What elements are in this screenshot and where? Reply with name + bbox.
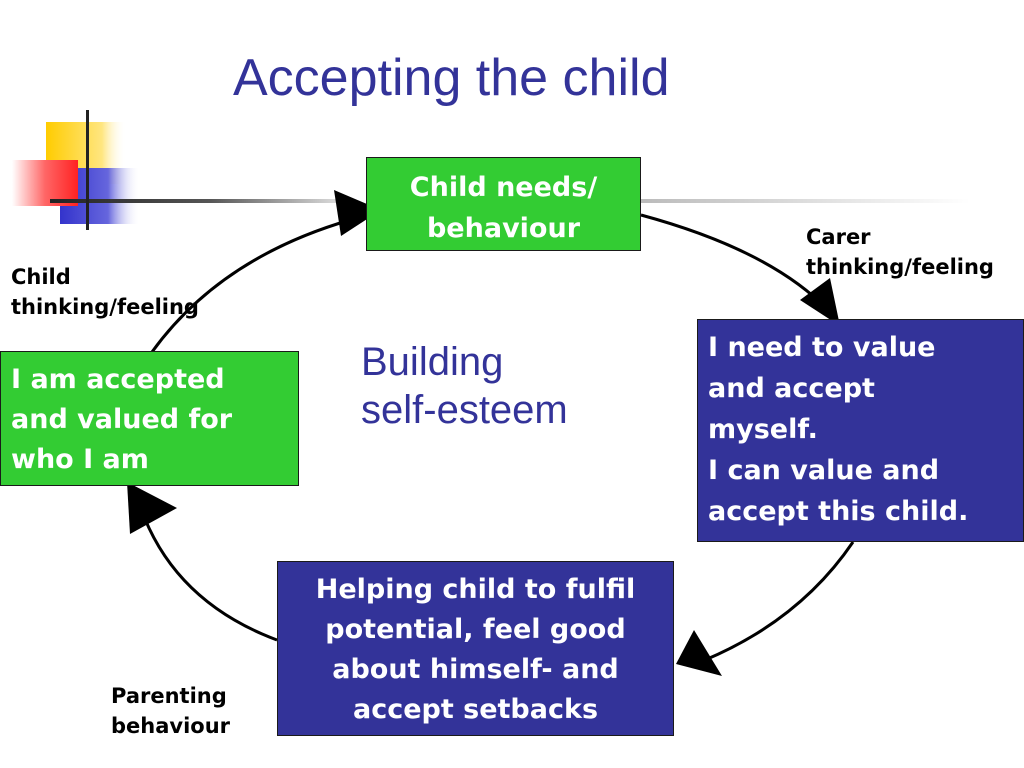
slide-title: Accepting the child — [233, 49, 670, 107]
parenting-box-line-3: about himself- and — [332, 654, 619, 685]
decorative-squares-graphic — [12, 110, 340, 230]
carer-label-line-2: thinking/feeling — [806, 255, 994, 279]
arc-top-to-right — [640, 213, 830, 312]
child-thinking-box: I am accepted and valued for who I am — [0, 351, 299, 486]
arc-left-to-top — [150, 218, 351, 353]
child-label-line-2: thinking/feeling — [11, 295, 199, 319]
parenting-box-line-4: accept setbacks — [352, 694, 599, 725]
arrowhead-to-right — [800, 278, 840, 326]
arrowhead-to-bottom — [676, 630, 722, 676]
carer-box-line-4: I can value and — [708, 455, 940, 486]
child-box-line-2: and valued for — [11, 404, 233, 435]
decorative-rule-right — [640, 199, 970, 203]
carer-label-line-1: Carer — [806, 225, 871, 249]
child-needs-line-2: behaviour — [426, 213, 581, 244]
carer-thinking-box: I need to value and accept myself. I can… — [697, 319, 1024, 542]
carer-box-line-3: myself. — [708, 414, 818, 445]
child-box-line-3: who I am — [11, 444, 149, 475]
arrowhead-to-left — [127, 482, 177, 534]
center-caption-line-2: self-esteem — [361, 388, 568, 432]
child-box-line-1: I am accepted — [11, 364, 225, 395]
carer-thinking-label: Carer thinking/feeling — [806, 222, 994, 282]
parenting-label-line-1: Parenting — [111, 684, 227, 708]
carer-box-line-5: accept this child. — [708, 496, 969, 527]
center-caption-line-1: Building — [361, 340, 504, 384]
parenting-behaviour-label: Parenting behaviour — [111, 681, 230, 741]
child-label-line-1: Child — [11, 265, 71, 289]
parenting-behaviour-box: Helping child to fulfil potential, feel … — [277, 561, 674, 736]
arc-right-to-bottom — [704, 541, 855, 662]
parenting-box-line-2: potential, feel good — [325, 614, 626, 645]
decorative-squares — [0, 0, 340, 240]
arc-bottom-to-left — [136, 499, 278, 642]
arrowhead-to-top — [334, 190, 381, 236]
carer-box-line-1: I need to value — [708, 332, 936, 363]
child-thinking-label: Child thinking/feeling — [11, 262, 199, 322]
center-caption: Building self-esteem — [361, 338, 568, 434]
parenting-box-line-1: Helping child to fulfil — [315, 574, 636, 605]
child-needs-box: Child needs/ behaviour — [366, 157, 641, 251]
child-needs-line-1: Child needs/ — [409, 172, 598, 203]
parenting-label-line-2: behaviour — [111, 714, 231, 738]
carer-box-line-2: and accept — [708, 373, 875, 404]
